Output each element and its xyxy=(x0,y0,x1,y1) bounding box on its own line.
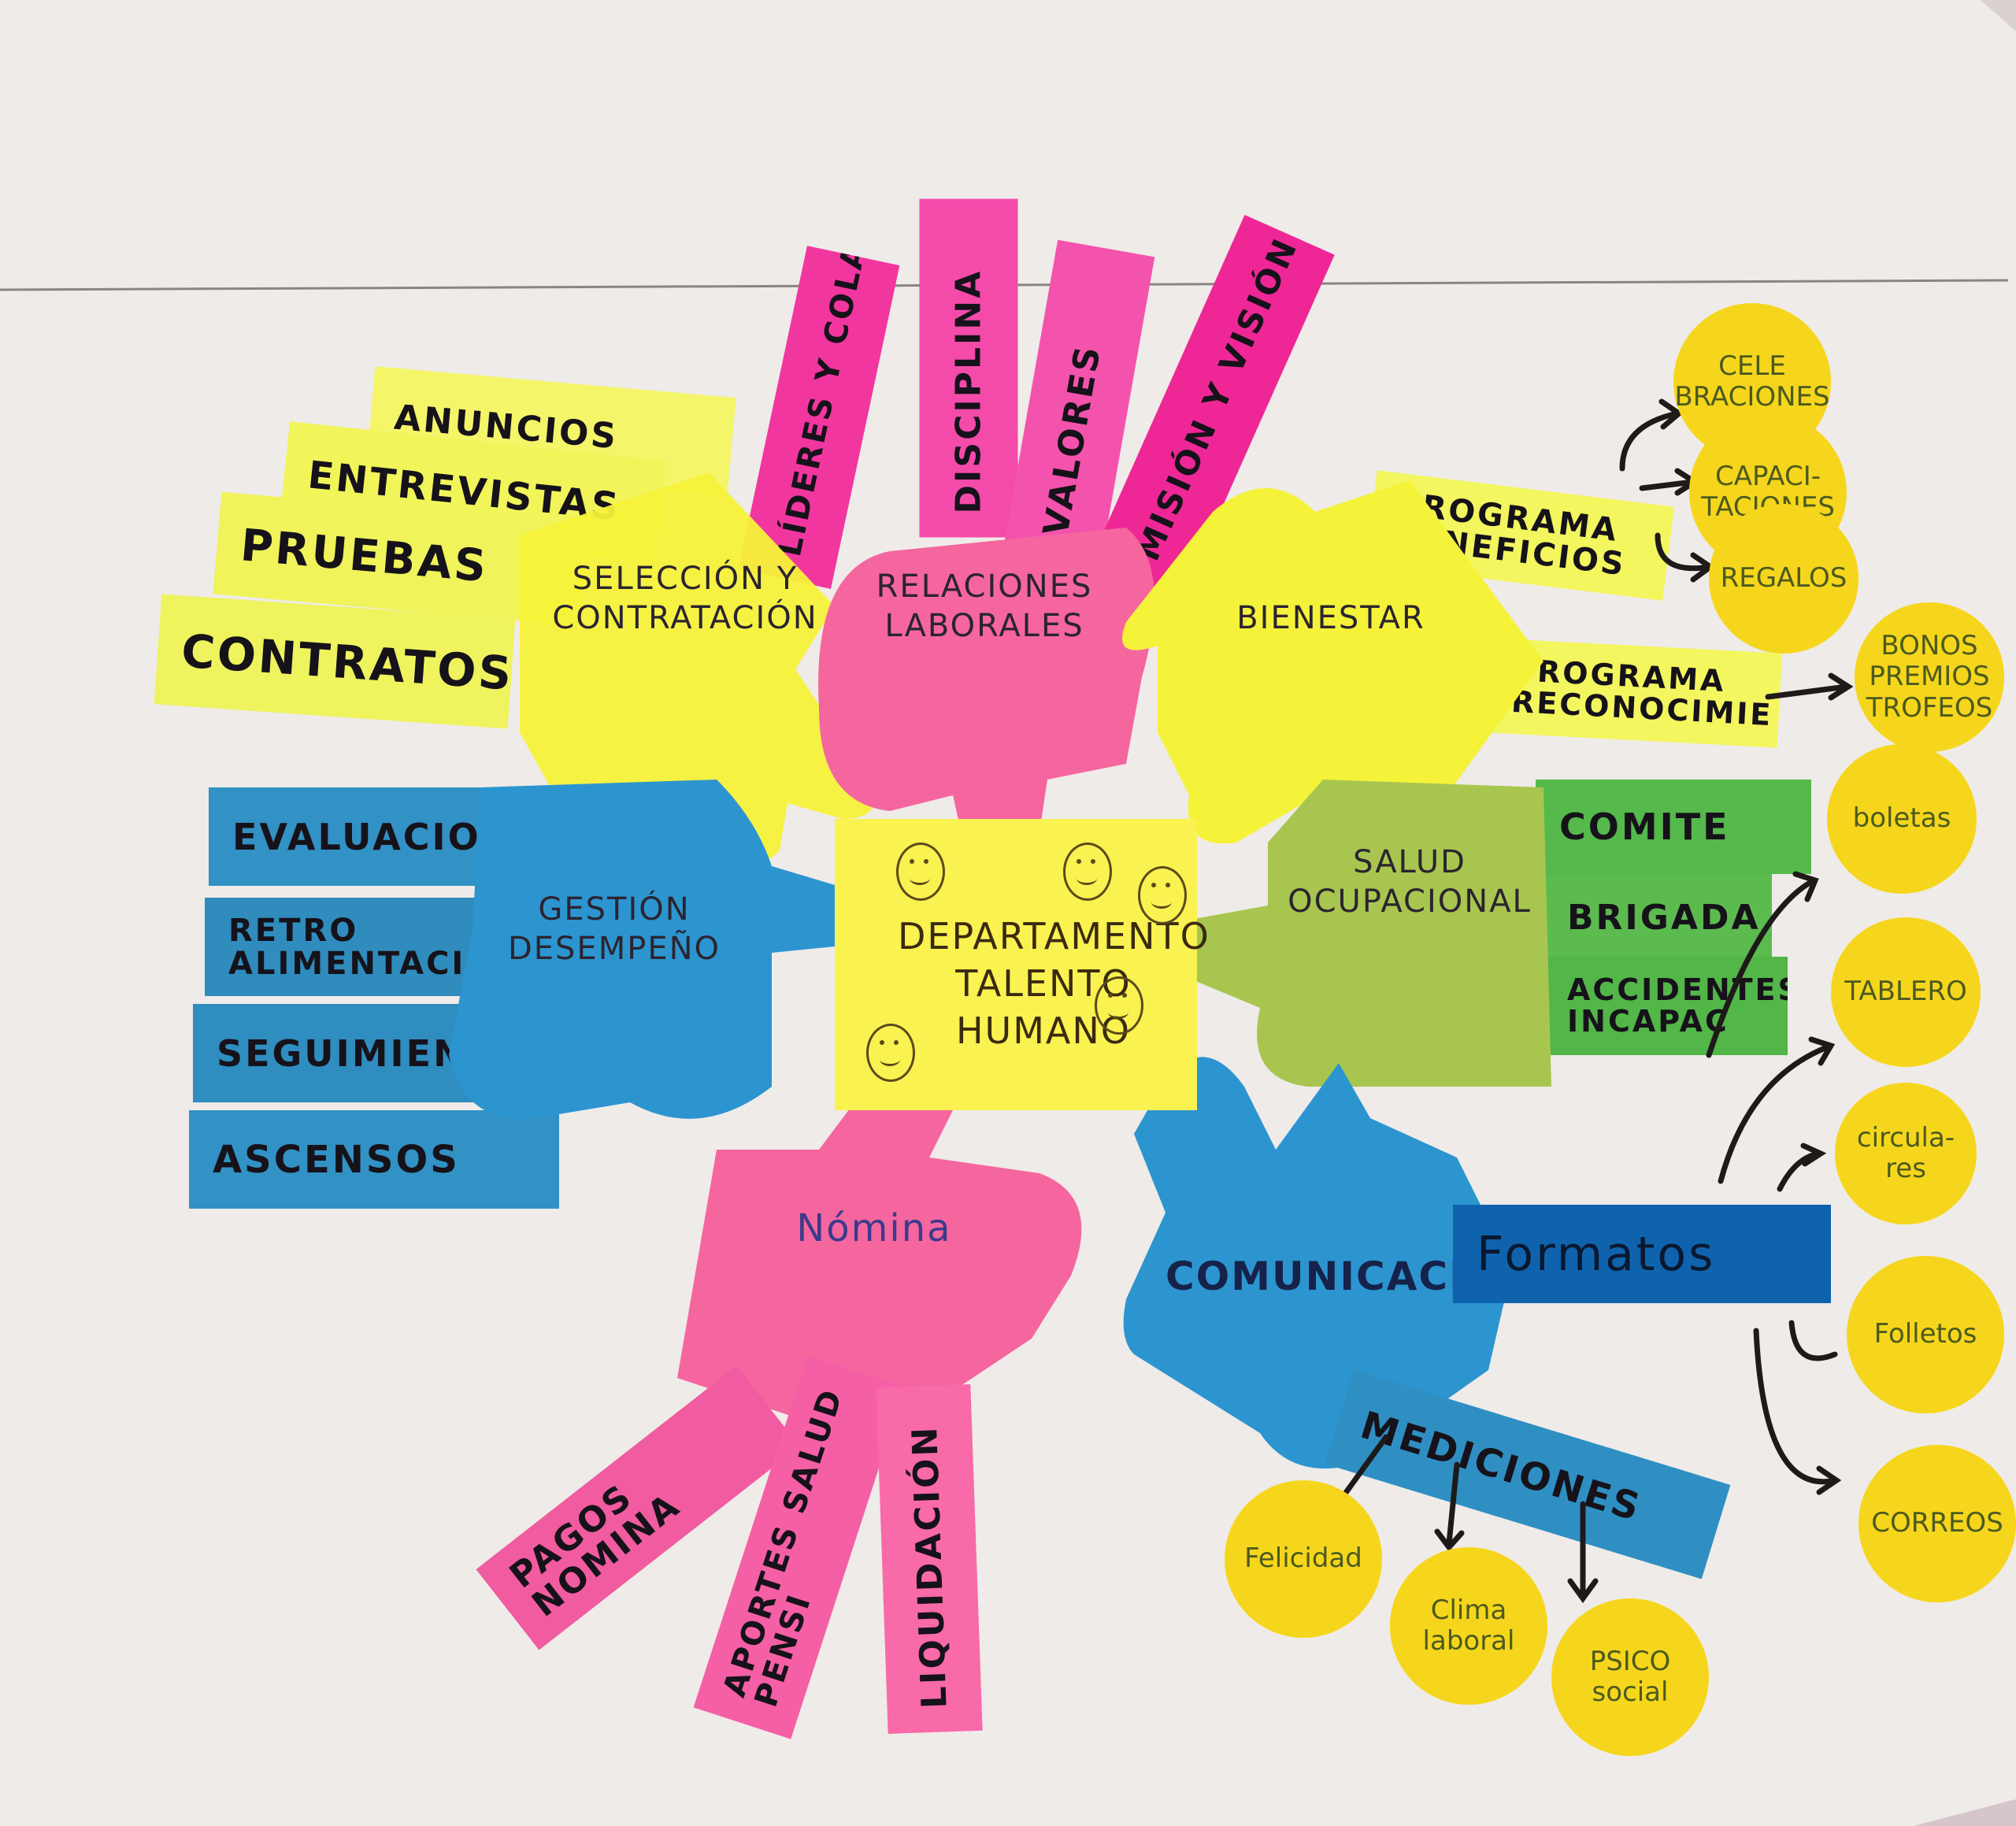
dot-felicidad-label: Felicidad xyxy=(1244,1543,1362,1575)
strip-pruebas-label: PRUEBAS xyxy=(238,519,491,592)
hand-gestion-label: GESTIÓN DESEMPEÑO xyxy=(507,891,721,967)
center-note: DEPARTAMENTO TALENTO HUMANO xyxy=(835,819,1210,1110)
dot-folletos: Folletos xyxy=(1847,1256,2004,1413)
hand-nomina: Nómina xyxy=(662,1039,1102,1433)
strip-brigada-label: BRIGADA xyxy=(1567,897,1761,938)
dot-correos-label: CORREOS xyxy=(1871,1507,2003,1539)
strip-accidentes-label: ACCIDENTES INCAPAC xyxy=(1567,972,1788,1039)
strip-formatos: Formatos xyxy=(1453,1205,1831,1303)
dot-folletos-label: Folletos xyxy=(1873,1318,1977,1350)
smiley-icon xyxy=(1063,843,1112,901)
strip-brigada: BRIGADA xyxy=(1544,874,1772,961)
dot-circulares-label: circula- res xyxy=(1856,1121,1955,1184)
hand-salud-label: SALUD OCUPACIONAL xyxy=(1288,844,1532,920)
center-label: DEPARTAMENTO TALENTO HUMANO xyxy=(898,915,1210,1052)
dot-clima: Clima laboral xyxy=(1390,1547,1547,1705)
dot-tablero: TABLERO xyxy=(1831,917,1981,1067)
hand-bienestar-label: BIENESTAR xyxy=(1236,600,1425,636)
dot-felicidad: Felicidad xyxy=(1225,1480,1382,1638)
hand-relaciones: RELACIONES LABORALES xyxy=(811,520,1173,913)
dot-bonos: BONOS PREMIOS TROFEOS xyxy=(1855,602,2004,752)
smiley-icon xyxy=(866,1024,915,1082)
hand-seleccion: SELECCIÓN Y CONTRATACIÓN xyxy=(472,472,882,898)
strip-seguimiento: SEGUIMIENTO xyxy=(193,1004,476,1102)
hand-comunicacion: COMUNICACIÓN xyxy=(1118,1039,1536,1480)
strip-accidentes: ACCIDENTES INCAPAC xyxy=(1544,957,1788,1055)
strip-seguimiento-label: SEGUIMIENTO xyxy=(217,1032,476,1075)
strip-ascensos: ASCENSOS xyxy=(189,1110,559,1209)
smiley-icon xyxy=(896,843,945,901)
hand-salud: SALUD OCUPACIONAL xyxy=(1150,772,1559,1102)
strip-ascensos-label: ASCENSOS xyxy=(213,1137,460,1182)
strip-contratos-label: CONTRATOS xyxy=(180,624,516,701)
dot-celebraciones-label: CELE BRACIONES xyxy=(1674,350,1830,413)
strip-valores-label: VALORES xyxy=(1036,341,1110,539)
dot-boletas-label: boletas xyxy=(1852,802,1951,835)
hand-seleccion-label: SELECCIÓN Y CONTRATACIÓN xyxy=(552,561,818,636)
strip-evaluaciones: EVALUACIONES xyxy=(209,787,492,886)
dot-correos: CORREOS xyxy=(1858,1445,2016,1602)
dot-psico: PSICO social xyxy=(1551,1598,1709,1756)
dot-tablero-label: TABLERO xyxy=(1844,976,1967,1008)
strip-comite-label: COMITE xyxy=(1559,806,1730,848)
strip-evaluaciones-label: EVALUACIONES xyxy=(232,815,492,858)
dot-bonos-label: BONOS PREMIOS TROFEOS xyxy=(1866,630,1993,724)
hand-nomina-label: Nómina xyxy=(796,1206,952,1250)
smiley-icon xyxy=(1095,976,1143,1035)
strip-retroalimentacion-label: RETRO ALIMENTACIÓ xyxy=(228,912,488,982)
strip-liquidacion: LIQUIDACIÓN xyxy=(876,1384,983,1734)
dot-circulares: circula- res xyxy=(1835,1083,1977,1224)
dot-celebraciones: CELE BRACIONES xyxy=(1673,303,1831,461)
strip-retroalimentacion: RETRO ALIMENTACIÓ xyxy=(205,898,488,996)
dot-regalos-label: REGALOS xyxy=(1720,562,1847,594)
strip-formatos-label: Formatos xyxy=(1477,1226,1716,1282)
hand-relaciones-label: RELACIONES LABORALES xyxy=(876,569,1093,644)
hand-comunicacion-label: COMUNICACIÓN xyxy=(1166,1254,1536,1299)
hand-bienestar: BIENESTAR xyxy=(1110,465,1551,858)
strip-liquidacion-label: LIQUIDACIÓN xyxy=(904,1424,955,1709)
strip-disciplina-label: DISCIPLINA xyxy=(948,269,989,514)
smiley-icon xyxy=(1138,866,1187,924)
dot-boletas: boletas xyxy=(1827,744,1977,894)
dot-clima-label: Clima laboral xyxy=(1422,1594,1515,1657)
dot-regalos: REGALOS xyxy=(1709,504,1858,654)
hand-gestion: GESTIÓN DESEMPEÑO xyxy=(441,772,882,1142)
strip-disciplina: DISCIPLINA xyxy=(919,198,1018,538)
strip-comite: COMITE xyxy=(1536,780,1811,874)
dot-psico-label: PSICO social xyxy=(1589,1645,1671,1708)
